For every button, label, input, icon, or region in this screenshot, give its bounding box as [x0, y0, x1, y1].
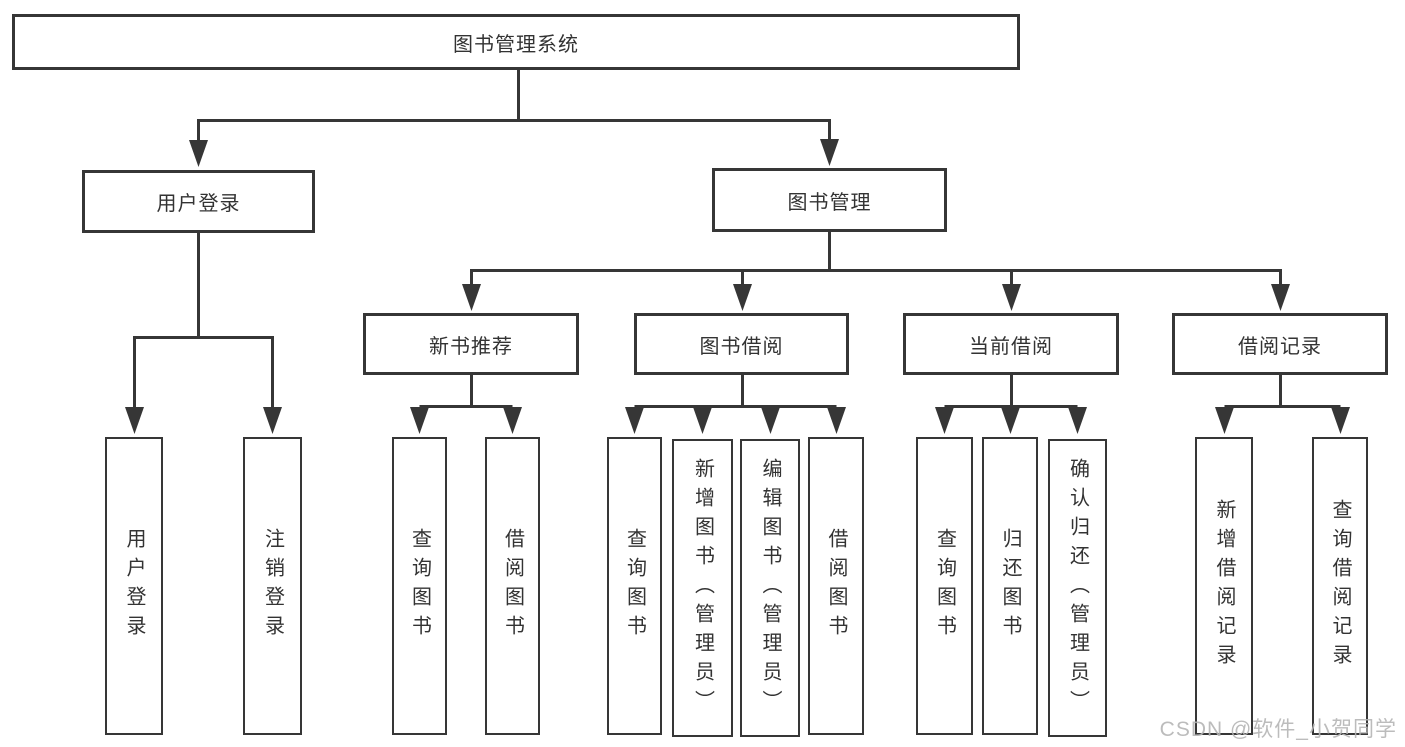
arrow-down-icon — [733, 284, 752, 311]
leaf-borrowing-borrow-books-label: 借阅图书 — [825, 528, 847, 644]
leaf-current-query-books-label: 查询图书 — [933, 528, 956, 644]
arrow-down-icon — [1331, 407, 1350, 434]
arrow-down-icon — [761, 407, 780, 434]
arrowheads — [125, 139, 1350, 434]
arrow-down-icon — [625, 407, 644, 434]
leaf-borrowing-borrow-books: 借阅图书 — [808, 437, 864, 735]
leaf-current-confirm-return-admin-label: 确认归还（管理员） — [1066, 457, 1089, 719]
node-book-management: 图书管理 — [712, 168, 947, 232]
arrow-down-icon — [935, 407, 954, 434]
leaf-records-add-record-label: 新增借阅记录 — [1213, 499, 1235, 673]
arrow-down-icon — [827, 407, 846, 434]
leaf-records-query-record-label: 查询借阅记录 — [1329, 499, 1351, 673]
arrow-down-icon — [1068, 407, 1087, 434]
node-user-login: 用户登录 — [82, 170, 315, 233]
arrow-down-icon — [1215, 407, 1234, 434]
node-user-login-label: 用户登录 — [156, 193, 241, 215]
node-root: 图书管理系统 — [12, 14, 1020, 70]
leaf-recommend-borrow-books-label: 借阅图书 — [501, 528, 524, 644]
leaf-current-return-books: 归还图书 — [982, 437, 1038, 735]
leaf-current-confirm-return-admin: 确认归还（管理员） — [1048, 439, 1107, 737]
arrow-down-icon — [1271, 284, 1290, 311]
leaf-records-query-record: 查询借阅记录 — [1312, 437, 1368, 735]
connector-current-to-leaves — [944, 375, 1078, 408]
arrow-down-icon — [1002, 284, 1021, 311]
leaf-borrowing-add-books-admin: 新增图书（管理员） — [672, 439, 733, 737]
leaf-recommend-query-books: 查询图书 — [392, 437, 447, 735]
connector-userlogin-to-leaves — [133, 233, 274, 409]
arrow-down-icon — [410, 407, 429, 434]
leaf-records-add-record: 新增借阅记录 — [1195, 437, 1253, 735]
node-book-borrowing-label: 图书借阅 — [699, 335, 784, 358]
node-new-book-recommend-label: 新书推荐 — [429, 335, 513, 358]
node-borrowing-records: 借阅记录 — [1172, 313, 1388, 375]
leaf-user-login-label: 用户登录 — [123, 528, 145, 644]
leaf-current-query-books: 查询图书 — [916, 437, 973, 735]
leaf-current-return-books-label: 归还图书 — [999, 528, 1021, 644]
node-book-management-label: 图书管理 — [787, 191, 872, 214]
arrow-down-icon — [693, 407, 712, 434]
connector-bookmgmt-to-level3 — [470, 232, 1282, 286]
leaf-borrowing-add-books-admin-label: 新增图书（管理员） — [691, 457, 714, 719]
leaf-borrowing-edit-books-admin-label: 编辑图书（管理员） — [759, 457, 781, 719]
node-current-borrowing-label: 当前借阅 — [969, 335, 1053, 358]
leaf-borrowing-query-books: 查询图书 — [607, 437, 662, 735]
arrow-down-icon — [820, 139, 839, 166]
node-new-book-recommend: 新书推荐 — [363, 313, 579, 375]
node-current-borrowing: 当前借阅 — [903, 313, 1119, 375]
leaf-recommend-borrow-books: 借阅图书 — [485, 437, 540, 735]
arrow-down-icon — [189, 140, 208, 167]
arrow-down-icon — [503, 407, 522, 434]
leaf-user-login: 用户登录 — [105, 437, 163, 735]
leaf-borrowing-query-books-label: 查询图书 — [623, 528, 646, 644]
connector-root-to-level2 — [197, 70, 831, 142]
node-root-label: 图书管理系统 — [453, 33, 579, 56]
arrow-down-icon — [263, 407, 282, 434]
leaf-recommend-query-books-label: 查询图书 — [408, 528, 431, 644]
leaf-logout-label: 注销登录 — [261, 528, 284, 644]
node-borrowing-records-label: 借阅记录 — [1238, 335, 1322, 358]
arrow-down-icon — [125, 407, 144, 434]
csdn-watermark: CSDN @软件_小贺同学 — [1159, 718, 1397, 741]
leaf-borrowing-edit-books-admin: 编辑图书（管理员） — [740, 439, 800, 737]
arrow-down-icon — [462, 284, 481, 311]
leaf-logout: 注销登录 — [243, 437, 302, 735]
connector-recommend-to-leaves — [419, 375, 513, 408]
node-book-borrowing: 图书借阅 — [634, 313, 849, 375]
arrow-down-icon — [1001, 407, 1020, 434]
connector-records-to-leaves — [1224, 375, 1341, 408]
connector-borrowing-to-leaves — [634, 375, 837, 408]
